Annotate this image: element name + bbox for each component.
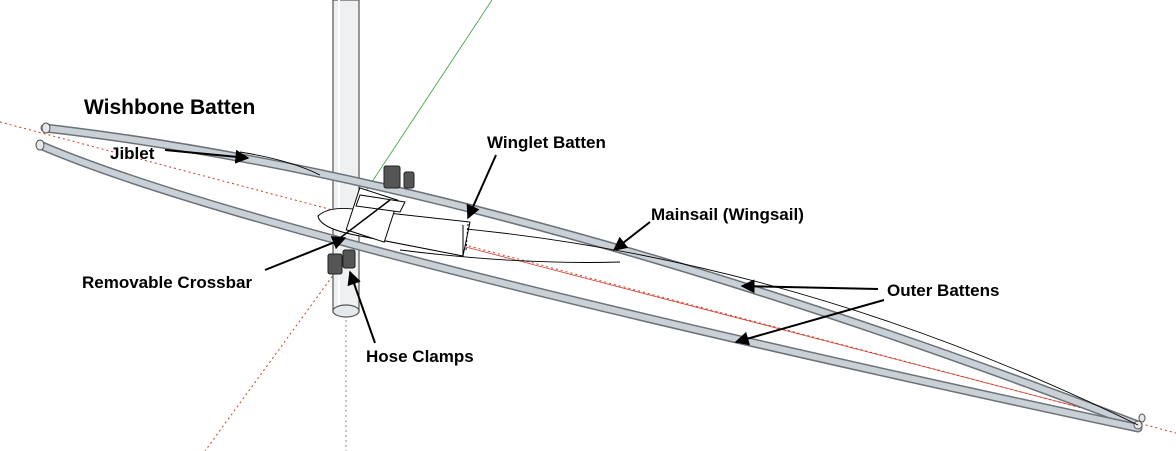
removable-crossbar	[339, 187, 406, 243]
red-axis-solid	[369, 221, 1141, 424]
outer-battens	[35, 123, 1143, 433]
outer-battens-label: Outer Battens	[887, 281, 1000, 300]
hose-clamps	[327, 165, 415, 275]
jiblet-arrow	[164, 149, 250, 164]
batten-end-caps	[35, 122, 1146, 430]
mainsail-outline	[239, 151, 1139, 426]
hose-clamps-label: Hose Clamps	[366, 347, 474, 366]
green-axis-dotted	[204, 251, 351, 451]
hose-clamps-arrow	[347, 270, 376, 344]
outer-arrow-lower	[734, 299, 885, 346]
mainsail-arrow	[612, 221, 651, 251]
crossbar-arrow	[264, 236, 347, 271]
diagram-title: Wishbone Batten	[84, 96, 256, 119]
winglet-batten-label: Winglet Batten	[487, 133, 606, 152]
mainsail-label: Mainsail (Wingsail)	[651, 205, 804, 224]
removable-crossbar-label: Removable Crossbar	[82, 273, 253, 292]
winglet-arrow	[466, 154, 497, 220]
outer-arrow-upper	[740, 279, 879, 294]
jiblet-label: Jiblet	[110, 144, 155, 163]
green-axis-line	[359, 0, 493, 201]
